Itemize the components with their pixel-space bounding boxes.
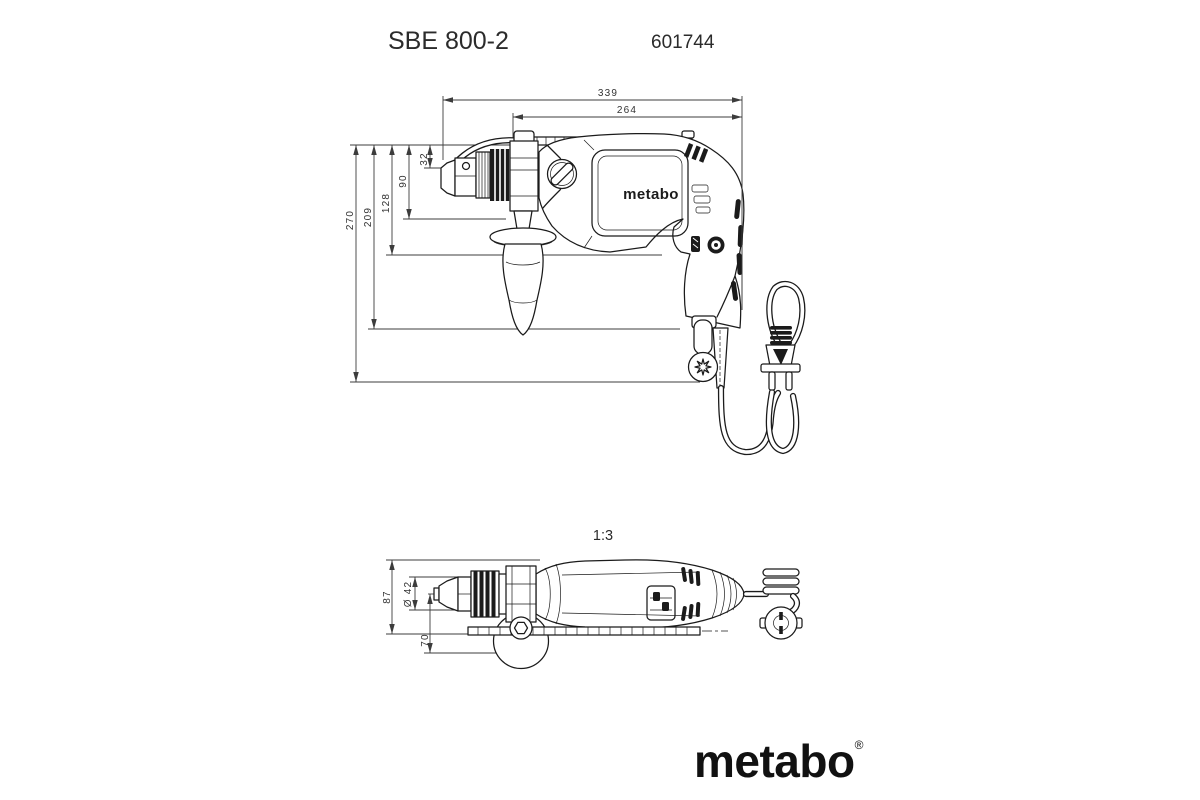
lock-button (707, 236, 725, 254)
dim-label-209: 209 (363, 207, 374, 227)
top-view-dimensions: 87 Ø 42 70 (382, 559, 540, 654)
housing-brand-text: metabo (623, 186, 679, 203)
vent-slits-top (681, 567, 701, 621)
registered-mark: ® (854, 738, 864, 752)
brand-logo: metabo® (694, 734, 863, 788)
dim-label-87: 87 (382, 590, 393, 604)
drill-side-drawing: metabo (440, 130, 806, 456)
dim-label-90: 90 (398, 174, 409, 188)
drill-top-outline (535, 559, 745, 629)
power-cable (717, 280, 806, 456)
dim-label-128: 128 (381, 193, 392, 213)
top-view: 1:3 87 Ø 42 70 (382, 528, 803, 670)
cable-hook-knob (687, 351, 719, 383)
dim-label-70: 70 (420, 633, 431, 647)
dim-label-264: 264 (617, 105, 637, 116)
article-number: 601744 (651, 32, 715, 53)
chuck (440, 149, 512, 201)
drill-top-drawing (433, 559, 803, 670)
page-title: SBE 800-2 (388, 27, 509, 55)
vent-slits-side (684, 143, 709, 163)
dim-label-dia42: Ø 42 (403, 581, 414, 607)
dim-label-339: 339 (598, 88, 618, 99)
dim-label-32: 32 (419, 152, 430, 166)
side-view: 339 264 270 209 128 90 32 (345, 88, 806, 456)
brand-logo-text: metabo (694, 735, 855, 787)
dim-label-270: 270 (345, 210, 356, 230)
plug (760, 326, 801, 391)
speed-dial (546, 158, 578, 190)
drill-body-outline (538, 133, 745, 329)
grip-inserts (730, 199, 744, 301)
scale-label: 1:3 (593, 528, 613, 544)
trigger (691, 236, 700, 252)
side-handle (489, 130, 557, 336)
plug-top (759, 606, 803, 640)
